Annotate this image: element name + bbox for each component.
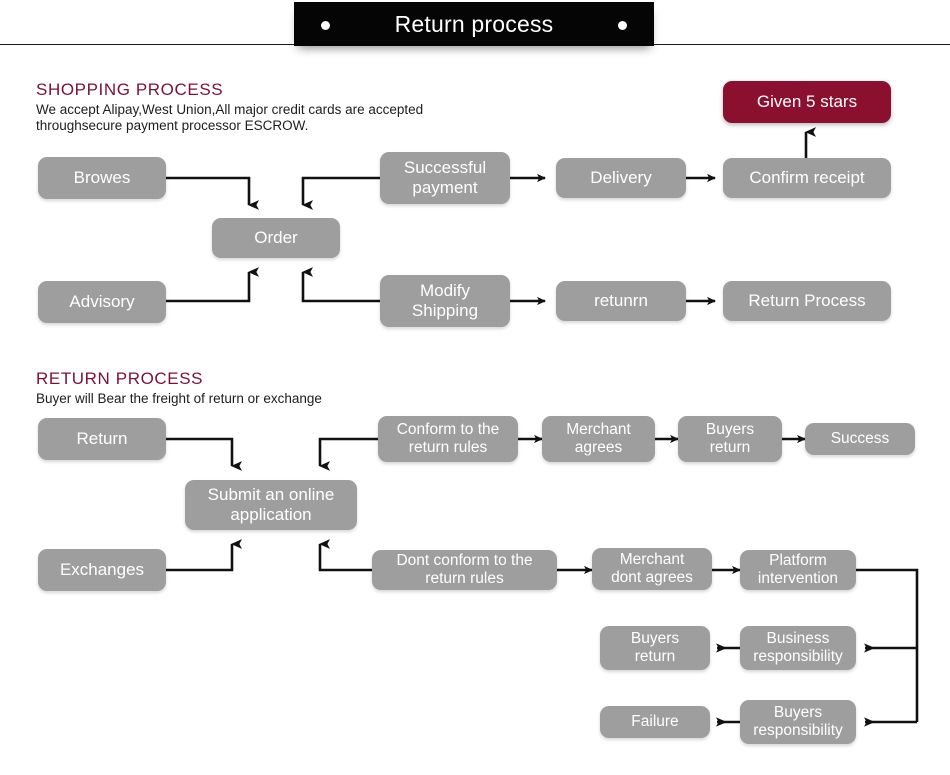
shopping-process-heading: SHOPPING PROCESS xyxy=(36,80,224,99)
node-success[interactable]: Success xyxy=(805,423,915,455)
node-given-5-stars[interactable]: Given 5 stars xyxy=(723,81,891,123)
node-retunrn[interactable]: retunrn xyxy=(556,281,686,321)
node-merchant-dont-agrees[interactable]: Merchant dont agrees xyxy=(592,548,712,590)
banner-title: Return process xyxy=(394,10,554,37)
node-browes[interactable]: Browes xyxy=(38,157,166,199)
node-platform-intervention[interactable]: Platform intervention xyxy=(740,550,856,590)
return-process-description: Buyer will Bear the freight of return or… xyxy=(36,391,322,406)
node-confirm-receipt[interactable]: Confirm receipt xyxy=(723,158,891,198)
node-business-responsibility[interactable]: Business responsibility xyxy=(740,626,856,670)
node-buyers-return-mid[interactable]: Buyers return xyxy=(600,626,710,670)
node-conform-to-return-rules[interactable]: Conform to the return rules xyxy=(378,416,518,462)
banner-dot-right-icon xyxy=(618,21,627,30)
shopping-process-description: We accept Alipay,West Union,All major cr… xyxy=(36,102,424,133)
node-return[interactable]: Return xyxy=(38,418,166,460)
node-advisory[interactable]: Advisory xyxy=(38,281,166,323)
return-process-heading: RETURN PROCESS xyxy=(36,369,204,388)
node-return-process[interactable]: Return Process xyxy=(723,281,891,321)
node-buyers-responsibility[interactable]: Buyers responsibility xyxy=(740,700,856,744)
node-dont-conform-to-return-rules[interactable]: Dont conform to the return rules xyxy=(372,550,557,590)
node-buyers-return-top[interactable]: Buyers return xyxy=(678,416,782,462)
node-delivery[interactable]: Delivery xyxy=(556,158,686,198)
node-failure[interactable]: Failure xyxy=(600,706,710,738)
banner: Return process xyxy=(294,2,654,46)
banner-dot-left-icon xyxy=(321,21,330,30)
node-successful-payment[interactable]: Successful payment xyxy=(380,152,510,204)
node-merchant-agrees[interactable]: Merchant agrees xyxy=(542,416,655,462)
node-order[interactable]: Order xyxy=(212,218,340,258)
node-modify-shipping[interactable]: Modify Shipping xyxy=(380,275,510,327)
node-exchanges[interactable]: Exchanges xyxy=(38,549,166,591)
node-submit-online-application[interactable]: Submit an online application xyxy=(185,480,357,530)
